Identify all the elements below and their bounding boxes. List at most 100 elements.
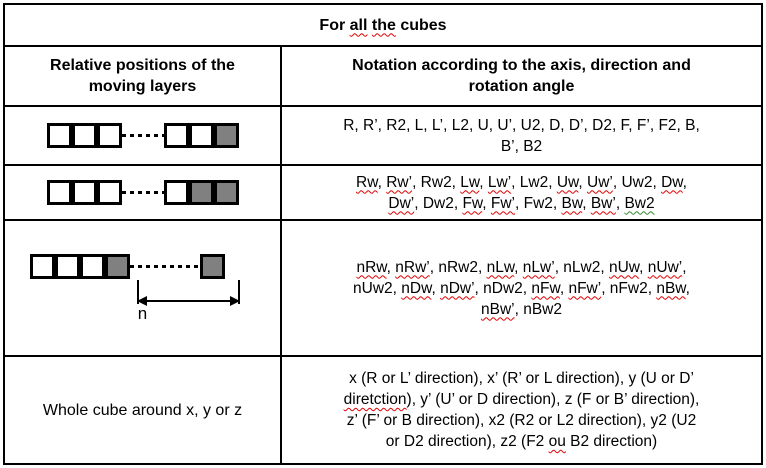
- text-run: ,: [514, 258, 523, 276]
- dotted-connector: [121, 191, 164, 194]
- text-run: cubes: [395, 16, 447, 34]
- text-run: Relative positions of the: [50, 57, 235, 74]
- cube-notation-table: For all the cubes Relative positions of …: [3, 3, 763, 465]
- layer-diagram-outer: [46, 123, 239, 148]
- fixed-layer-square: [71, 180, 97, 205]
- text-run: ou: [548, 433, 566, 450]
- moving-layer-square: [213, 123, 239, 148]
- text-run: , nDw2,: [474, 279, 532, 297]
- fixed-layer-square: [188, 123, 214, 148]
- text-run: ,: [682, 173, 687, 191]
- table-row-whole-cube: Whole cube around x, y or z x (R or L’ d…: [5, 355, 761, 463]
- text-run: ,: [685, 279, 690, 297]
- text-run: Bw’: [590, 194, 616, 212]
- text-run: nFw: [531, 279, 560, 297]
- text-run: ,: [559, 279, 569, 297]
- text-run: all: [349, 16, 368, 34]
- column-header-row: Relative positions of the moving layers N…: [5, 45, 761, 105]
- measure-tick-left: [137, 280, 139, 304]
- text-run: ,: [639, 258, 648, 276]
- text-run: Lw’: [487, 173, 512, 191]
- text-run: x (R or L’ direction), x’ (R’ or L direc…: [349, 370, 694, 387]
- moving-layer-square: [200, 254, 225, 279]
- text-run: nDw: [401, 279, 432, 297]
- text-run: Bw2: [624, 194, 655, 212]
- diagram-cell-outer-layer: [5, 107, 282, 164]
- text-run: ), y’ (U’ or D direction), z (F or B’ di…: [406, 391, 700, 408]
- text-run: Lw: [460, 173, 480, 191]
- measure-arrow: [137, 295, 240, 307]
- text-run: nBw’: [481, 300, 515, 318]
- moving-layer-square: [213, 180, 239, 205]
- text-run: , nLw2,: [554, 258, 609, 276]
- squares-line: [30, 251, 225, 282]
- table-title-row: For all the cubes: [5, 5, 761, 45]
- text-run: Uw’: [587, 173, 613, 191]
- fixed-layer-square: [96, 123, 122, 148]
- fixed-layer-square: [30, 254, 55, 279]
- arrowhead-right-icon: [230, 296, 240, 306]
- table-row-wide-layer: Rw, Rw’, Rw2, Lw, Lw’, Lw2, Uw, Uw’, Uw2…: [5, 164, 761, 219]
- right-layer-group: [163, 123, 239, 148]
- text-run: Notation according to the axis, directio…: [352, 57, 691, 74]
- left-layer-group: [30, 254, 130, 279]
- left-layer-group: [46, 123, 122, 148]
- text-run: nFw’: [568, 279, 602, 297]
- text-run: , nBw2: [514, 300, 562, 318]
- text-run: nLw’: [522, 258, 555, 276]
- table-title: For all the cubes: [5, 5, 761, 45]
- fixed-layer-square: [163, 123, 189, 148]
- moving-layer-square: [188, 180, 214, 205]
- text-run: ,: [431, 279, 441, 297]
- text-run: ,: [578, 173, 587, 191]
- text-run: R, R’, R2, L, L’, L2, U, U’, U2, D, D’, …: [343, 116, 700, 134]
- text-run: , nRw2,: [429, 258, 487, 276]
- text-run: diretction: [343, 391, 407, 408]
- column-header-notation: Notation according to the axis, directio…: [282, 47, 761, 105]
- arrow-line: [147, 300, 230, 302]
- notation-text-n: nRw, nRw’, nRw2, nLw, nLw’, nLw2, nUw, n…: [282, 221, 761, 355]
- text-run: Fw’: [490, 194, 515, 212]
- text-run: Fw: [462, 194, 483, 212]
- fixed-layer-square: [163, 180, 189, 205]
- whole-cube-label: Whole cube around x, y or z: [5, 357, 282, 463]
- right-layer-group: [163, 180, 239, 205]
- notation-text-outer: R, R’, R2, L, L’, L2, U, U’, U2, D, D’, …: [282, 107, 761, 164]
- right-layer-group: [200, 254, 225, 279]
- text-run: nUw: [608, 258, 640, 276]
- text-run: ,: [479, 173, 488, 191]
- text-run: For: [319, 16, 350, 34]
- text-run: nRw: [356, 258, 387, 276]
- text-run: B2 direction): [565, 433, 658, 450]
- text-run: nDw’: [440, 279, 475, 297]
- diagram-cell-n-layer: n: [5, 221, 282, 355]
- text-run: ,: [582, 194, 591, 212]
- notation-text-whole-cube: x (R or L’ direction), x’ (R’ or L direc…: [282, 357, 761, 463]
- measure-label: n: [137, 304, 148, 323]
- left-layer-group: [46, 180, 122, 205]
- text-run: Rw’: [386, 173, 413, 191]
- text-run: , Rw2,: [412, 173, 461, 191]
- text-run: , Fw2,: [515, 194, 562, 212]
- arrowhead-left-icon: [137, 296, 147, 306]
- fixed-layer-square: [96, 180, 122, 205]
- notation-text-wide: Rw, Rw’, Rw2, Lw, Lw’, Lw2, Uw, Uw’, Uw2…: [282, 166, 761, 219]
- moving-layer-square: [105, 254, 130, 279]
- text-run: z’ (F’ or B direction), x2 (R2 or L2 dir…: [346, 412, 697, 429]
- text-run: Dw’: [388, 194, 415, 212]
- table-row-n-layer: n nRw, nRw’, nRw2, nLw, nLw’, nLw2, nUw,…: [5, 219, 761, 355]
- text-run: ,: [682, 258, 687, 276]
- column-header-positions: Relative positions of the moving layers: [5, 47, 282, 105]
- layer-diagram-n: n: [30, 251, 255, 325]
- text-run: nRw’: [395, 258, 430, 276]
- text-run: ,: [377, 173, 387, 191]
- table-row-outer-layer: R, R’, R2, L, L’, L2, U, U’, U2, D, D’, …: [5, 105, 761, 164]
- text-run: , Uw2,: [612, 173, 662, 191]
- text-run: nBw: [656, 279, 686, 297]
- text-run: moving layers: [88, 78, 197, 95]
- text-run: B’, B2: [500, 137, 543, 155]
- text-run: Dw: [661, 173, 683, 191]
- text-run: the: [371, 16, 396, 34]
- layer-diagram-wide: [46, 180, 239, 205]
